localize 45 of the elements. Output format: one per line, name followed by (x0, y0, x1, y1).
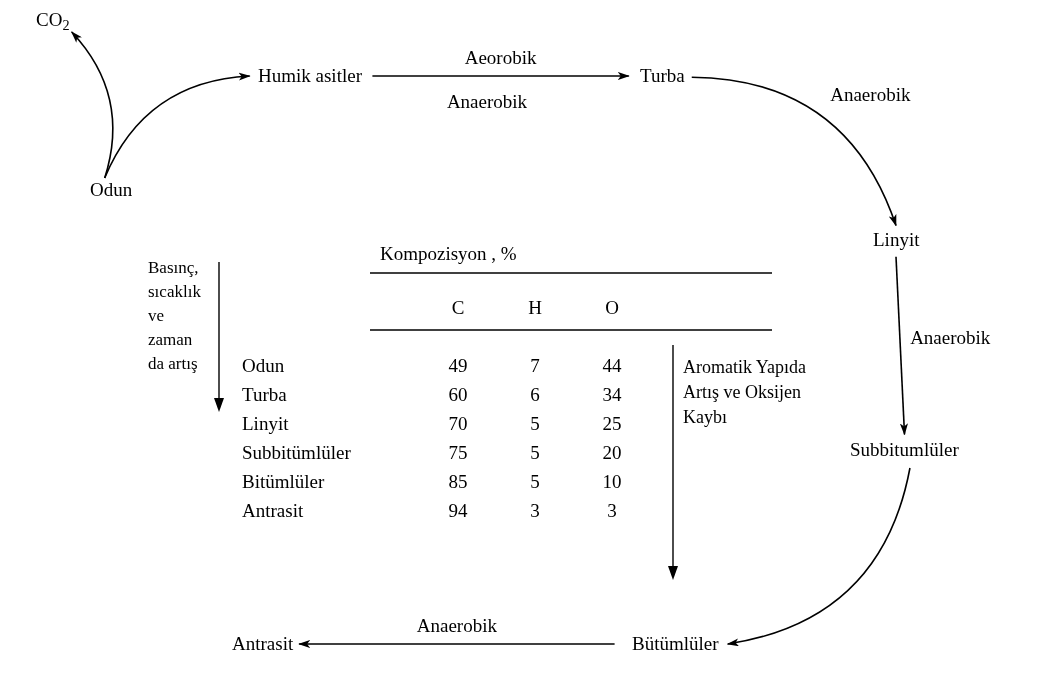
table-value: 6 (530, 383, 540, 407)
row-name: Odun (242, 354, 285, 378)
row-name: Turba (242, 383, 287, 407)
table-value: 75 (448, 441, 468, 465)
table-value: 10 (602, 470, 622, 494)
table-value: 94 (448, 499, 468, 523)
arrow (298, 640, 616, 648)
table-value: 3 (607, 499, 617, 523)
table-value: 49 (448, 354, 468, 378)
stage-label: CO$_{2}$ (36, 8, 70, 32)
arrow (371, 72, 630, 80)
column-header: O (605, 296, 619, 320)
stage-label: Subbitumlüler (850, 438, 959, 462)
condition-label: Anaerobik (446, 90, 528, 114)
arrow (103, 73, 251, 179)
stage-label: Odun (90, 178, 133, 202)
table-title: Kompozisyon , % (380, 242, 517, 266)
table-value: 7 (530, 354, 540, 378)
stage-label: Linyit (873, 228, 920, 252)
stage-label: Bütümlüler (632, 632, 719, 656)
side-note: Basınç, sıcaklık ve zaman da artış (148, 257, 202, 375)
table-value: 5 (530, 412, 540, 436)
table-value: 34 (602, 383, 622, 407)
arrow (895, 256, 908, 436)
table-value: 3 (530, 499, 540, 523)
table-value: 44 (602, 354, 622, 378)
arrow (690, 76, 897, 227)
table-value: 5 (530, 470, 540, 494)
arrow (726, 467, 911, 646)
row-name: Bitümlüler (242, 470, 325, 494)
table-value: 25 (602, 412, 622, 436)
table-value: 85 (448, 470, 468, 494)
row-name: Linyit (242, 412, 289, 436)
table-value: 70 (448, 412, 468, 436)
side-note: Aromatik Yapıda Artış ve Oksijen Kaybı (683, 356, 807, 429)
table-value: 5 (530, 441, 540, 465)
row-name: Antrasit (242, 499, 304, 523)
table-value: 60 (448, 383, 468, 407)
row-name: Subbitümlüler (242, 441, 351, 465)
stage-label: Antrasit (232, 632, 294, 656)
stage-label: Turba (640, 64, 685, 88)
column-header: H (528, 296, 542, 320)
column-header: C (451, 296, 465, 320)
stage-label: Humik asitler (258, 64, 362, 88)
table-value: 20 (602, 441, 622, 465)
